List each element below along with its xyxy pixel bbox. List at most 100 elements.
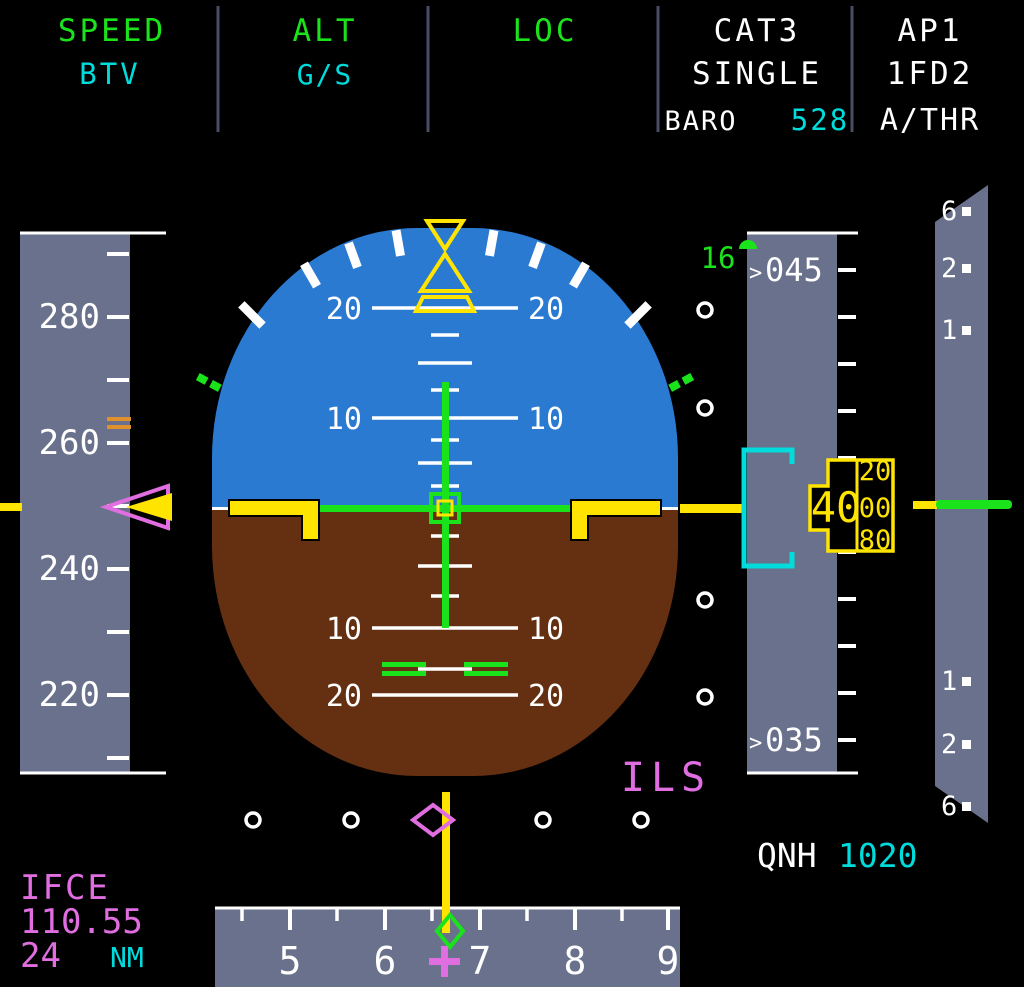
green-dash xyxy=(464,662,508,667)
fma-landing-category: SINGLE xyxy=(692,56,822,92)
vs-scale-label: 1 xyxy=(941,666,957,697)
bank-protection-mark-left xyxy=(195,373,222,392)
flight-director-vertical-bar xyxy=(442,382,449,628)
vs-square xyxy=(962,326,971,335)
heading-label: 9 xyxy=(657,939,680,983)
altitude-rolling-digit: 80 xyxy=(859,525,892,556)
loc-deviation-diamond xyxy=(409,802,457,838)
speed-label: 220 xyxy=(39,675,100,715)
speed-label: 280 xyxy=(39,297,100,337)
vs-zero-reference xyxy=(913,501,937,509)
green-tick xyxy=(195,373,209,385)
altitude-readout-box xyxy=(808,458,895,553)
loc-scale-dot xyxy=(632,811,650,829)
selected-heading-marker xyxy=(429,946,460,977)
vs-square xyxy=(962,677,971,686)
green-tick xyxy=(681,373,695,385)
fma-landing-capability: CAT3 xyxy=(714,13,801,49)
fma-flight-director-status: 1FD2 xyxy=(887,56,974,92)
glideslope-scale xyxy=(680,301,744,706)
gs-scale-dot xyxy=(696,591,714,609)
ils-frequency: 110.55 xyxy=(20,902,143,942)
green-altitude-marker: 16 xyxy=(701,241,736,275)
altitude-label: 035 xyxy=(765,721,823,759)
track-diamond xyxy=(434,911,466,951)
green-altitude-marker-dot xyxy=(739,240,757,249)
green-tick xyxy=(668,380,681,392)
fma-autothrust-mode: SPEED xyxy=(58,13,166,49)
flight-director-center-box xyxy=(429,492,461,524)
speed-label: 240 xyxy=(39,549,100,589)
vs-scale-squares xyxy=(962,207,971,811)
pitch-label: 10 xyxy=(326,402,362,437)
altitude-label-prefix: > xyxy=(749,731,762,756)
pitch-label: 20 xyxy=(326,292,362,327)
speed-tape: 280 260 240 220 xyxy=(0,231,172,775)
roll-pointer xyxy=(417,250,473,293)
altitude-tape: > 045 > 035 16 40 20 00 80 xyxy=(701,231,895,775)
ground-reference-bracket xyxy=(741,447,795,569)
gs-scale-dot xyxy=(696,301,714,319)
bank-protection-mark-right xyxy=(668,373,695,392)
vs-square xyxy=(962,207,971,216)
speed-tick-marks xyxy=(107,252,129,760)
fma-minimums-value: 528 xyxy=(791,103,849,137)
roll-tick-30 xyxy=(300,261,321,289)
loc-scale-dot xyxy=(342,811,360,829)
vs-scale-label: 6 xyxy=(941,791,957,822)
speed-amber-marks xyxy=(107,417,131,429)
localizer-scale xyxy=(244,792,650,933)
current-speed-pointer xyxy=(126,493,172,521)
fma-vertical-mode: ALT xyxy=(293,13,358,49)
vs-square xyxy=(962,740,971,749)
roll-tick-45 xyxy=(624,301,652,329)
speed-label: 260 xyxy=(39,423,100,463)
altitude-label-prefix: > xyxy=(749,261,762,286)
altitude-rolling-digit: 20 xyxy=(859,456,892,487)
roll-tick-30 xyxy=(569,261,590,289)
heading-label: 7 xyxy=(469,939,492,983)
qnh-readout: QNH 1020 xyxy=(757,836,917,875)
pitch-label: 10 xyxy=(528,402,564,437)
attitude-indicator: 20 20 10 10 10 10 20 20 xyxy=(195,219,695,776)
center-reference-box xyxy=(436,499,454,517)
ils-ident: IFCE xyxy=(20,868,110,908)
fma-vertical-armed: G/S xyxy=(297,58,354,91)
altitude-hundreds: 40 xyxy=(811,483,862,532)
pitch-label: 10 xyxy=(326,612,362,647)
roll-tick-20 xyxy=(344,241,362,269)
vs-scale-label: 1 xyxy=(941,315,957,346)
heading-label: 6 xyxy=(374,939,397,983)
loc-scale-dot xyxy=(534,811,552,829)
pitch-label: 20 xyxy=(528,679,564,714)
roll-tick-45 xyxy=(238,301,266,329)
vs-scale-label: 2 xyxy=(941,729,957,760)
aircraft-wing-left xyxy=(228,499,320,541)
green-tick xyxy=(209,380,222,392)
fma-minimums-label: BARO xyxy=(664,106,737,137)
vs-square xyxy=(962,264,971,273)
qnh-value: 1020 xyxy=(838,836,917,875)
fma: SPEED BTV ALT G/S LOC CAT3 SINGLE BARO 5… xyxy=(58,6,978,138)
altitude-label: 045 xyxy=(765,251,823,289)
ils-dme-distance: 24 xyxy=(20,936,61,976)
heading-label: 5 xyxy=(279,939,302,983)
gs-scale-dot xyxy=(696,399,714,417)
roll-tick-10 xyxy=(485,229,499,257)
ils-indicator: ILS xyxy=(621,755,711,801)
fma-autopilot-status: AP1 xyxy=(898,13,963,49)
roll-index-fixed xyxy=(423,219,467,253)
vs-scale-label: 2 xyxy=(941,253,957,284)
heading-label: 8 xyxy=(564,939,587,983)
heading-tick-marks xyxy=(240,908,670,930)
altitude-rolling-digit: 00 xyxy=(859,493,892,524)
sideslip-indicator xyxy=(412,295,478,313)
pitch-label: 10 xyxy=(528,612,564,647)
heading-cross-vertical xyxy=(441,946,448,977)
gs-scale-dot xyxy=(696,688,714,706)
pitch-label: 20 xyxy=(528,292,564,327)
fma-autothrust-armed: BTV xyxy=(79,57,140,91)
speed-reference-line xyxy=(0,503,22,511)
loc-scale-dot xyxy=(244,811,262,829)
aircraft-wing-right xyxy=(570,499,662,541)
